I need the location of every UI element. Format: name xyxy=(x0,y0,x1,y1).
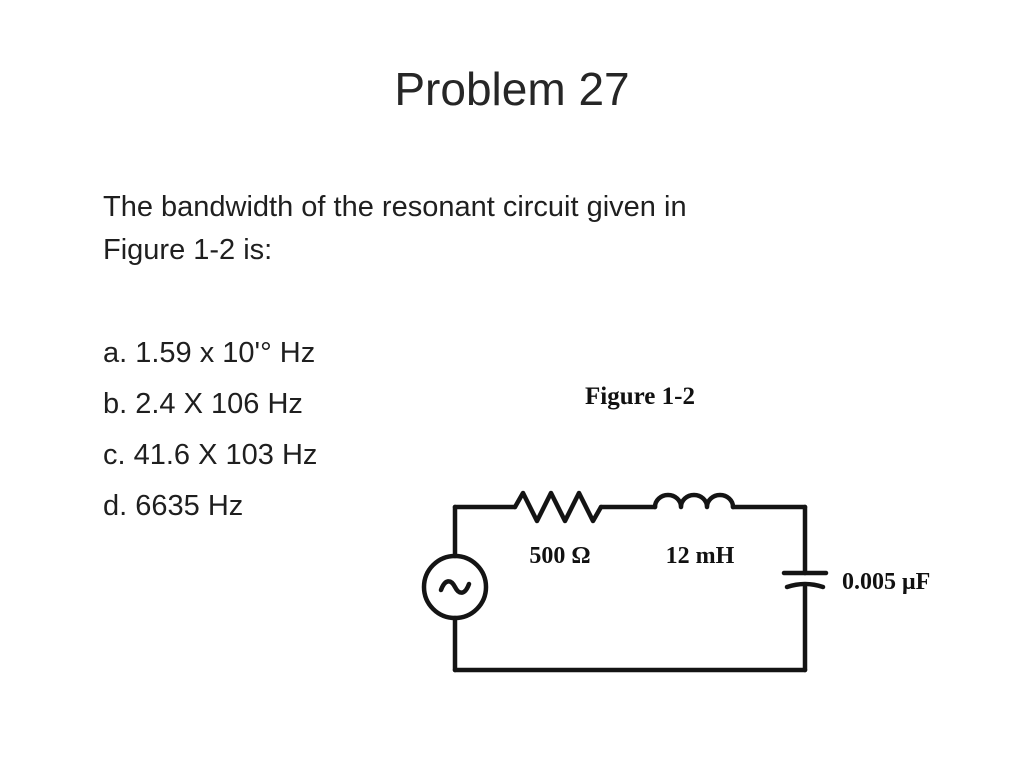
ac-source-icon xyxy=(421,553,489,621)
option-d: d. 6635 Hz xyxy=(103,490,244,522)
ac-source-tilde-icon xyxy=(438,579,472,595)
capacitor-label: 0.005 μF xyxy=(842,569,930,595)
answer-options: a. 1.59 x 10'° Hz b. 2.4 X 106 Hz c. 41.… xyxy=(103,328,317,532)
question-text: The bandwidth of the resonant circuit gi… xyxy=(103,186,923,272)
option-b: b. 2.4 X 106 Hz xyxy=(103,388,303,420)
capacitor-symbol xyxy=(781,570,829,590)
figure-caption: Figure 1-2 xyxy=(585,383,695,410)
inductor-label: 12 mH xyxy=(666,543,735,569)
circuit-diagram: 500 Ω 12 mH 0.005 μF xyxy=(410,485,1010,685)
question-line-1: The bandwidth of the resonant circuit gi… xyxy=(103,191,687,223)
option-c: c. 41.6 X 103 Hz xyxy=(103,439,318,471)
page-title: Problem 27 xyxy=(394,63,630,115)
resistor-label: 500 Ω xyxy=(529,543,590,569)
circuit-svg: 500 Ω 12 mH 0.005 μF xyxy=(421,490,930,673)
inductor-symbol xyxy=(652,492,736,510)
option-a: a. 1.59 x 10'° Hz xyxy=(103,337,316,369)
question-line-2: Figure 1-2 is: xyxy=(103,234,273,266)
resistor-symbol xyxy=(512,490,604,524)
